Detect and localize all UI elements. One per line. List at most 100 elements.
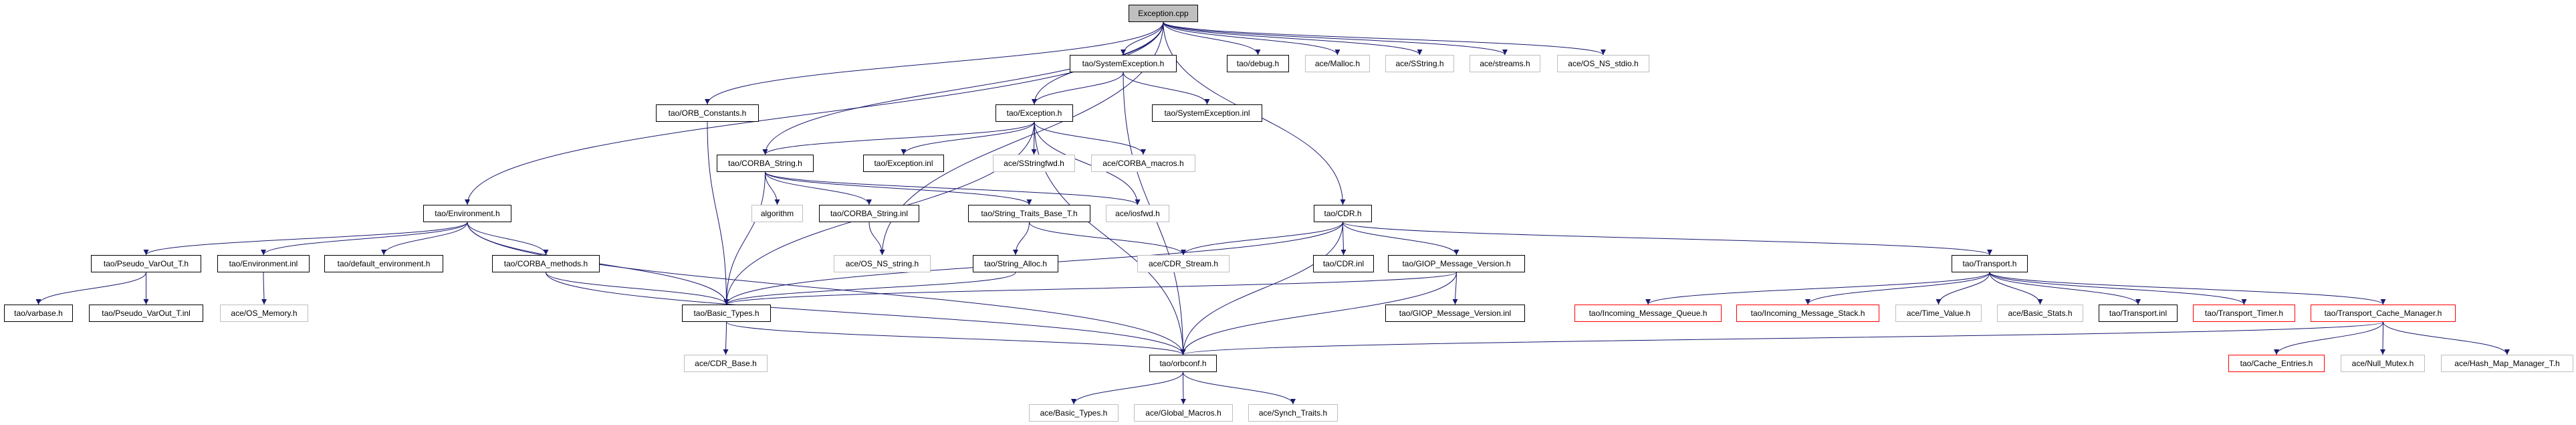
edge-tao-environment-h-to-tao-pseudo-varout-t-h [143, 222, 468, 256]
edge-tao-giop-message-version-h-to-tao-giop-message-version-inl [1452, 272, 1458, 305]
edge-tao-exception-h-to-tao-corba-string-h [762, 121, 1035, 155]
edge-exception-cpp-to-ace-os-ns-stdio-h [1163, 21, 1606, 56]
edge-tao-orbconf-h-to-ace-basic-types-h [1071, 371, 1183, 405]
edge-tao-cdr-h-to-tao-transport-h [1342, 222, 1992, 256]
edge-tao-environment-h-to-tao-default-environment-h [381, 222, 468, 256]
edge-tao-transport-h-to-tao-transport-inl [1989, 272, 2141, 305]
graph-node-tao-incoming-message-stack-h[interactable]: tao/Incoming_Message_Stack.h [1736, 305, 1879, 322]
graph-node-ace-synch-traits-h[interactable]: ace/Synch_Traits.h [1248, 404, 1338, 422]
graph-node-tao-transport-cache-manager-h[interactable]: tao/Transport_Cache_Manager.h [2311, 305, 2456, 322]
edge-tao-cdr-h-to-tao-cdr-inl [1340, 222, 1346, 256]
graph-node-tao-corba-string-h[interactable]: tao/CORBA_String.h [717, 155, 814, 172]
graph-node-tao-systemexception-inl[interactable]: tao/SystemException.inl [1152, 104, 1262, 122]
graph-node-ace-basic-stats-h[interactable]: ace/Basic_Stats.h [1997, 305, 2083, 322]
graph-node-tao-string-alloc-h[interactable]: tao/String_Alloc.h [973, 255, 1058, 272]
edge-tao-cdr-h-to-ace-cdr-stream-h [1181, 222, 1343, 256]
edge-tao-pseudo-varout-t-h-to-tao-varbase-h [35, 272, 146, 305]
edge-tao-corba-string-h-to-tao-basic-types-h [723, 171, 766, 305]
graph-node-tao-giop-message-version-inl[interactable]: tao/GIOP_Message_Version.inl [1385, 305, 1525, 322]
edge-tao-exception-h-to-ace-corba-macros-h [1034, 121, 1146, 155]
graph-node-tao-basic-types-h[interactable]: tao/Basic_Types.h [682, 305, 771, 322]
graph-node-tao-debug-h[interactable]: tao/debug.h [1227, 55, 1289, 72]
graph-node-ace-hash-map-manager-t-h[interactable]: ace/Hash_Map_Manager_T.h [2441, 355, 2573, 372]
graph-node-ace-null-mutex-h[interactable]: ace/Null_Mutex.h [2341, 355, 2425, 372]
graph-node-tao-incoming-message-queue-h[interactable]: tao/Incoming_Message_Queue.h [1574, 305, 1722, 322]
graph-node-ace-cdr-stream-h[interactable]: ace/CDR_Stream.h [1137, 255, 1230, 272]
graph-node-tao-transport-inl[interactable]: tao/Transport.inl [2099, 305, 2178, 322]
graph-node-tao-pseudo-varout-t-h[interactable]: tao/Pseudo_VarOut_T.h [91, 255, 201, 272]
graph-node-algorithm[interactable]: algorithm [751, 205, 803, 222]
edge-tao-corba-string-h-to-ace-iosfwd-h [765, 171, 1141, 205]
graph-node-tao-transport-h[interactable]: tao/Transport.h [1952, 255, 2028, 272]
graph-node-tao-default-environment-h[interactable]: tao/default_environment.h [324, 255, 443, 272]
graph-node-tao-orbconf-h[interactable]: tao/orbconf.h [1149, 355, 1217, 372]
edge-exception-cpp-to-tao-debug-h [1163, 21, 1261, 56]
edge-tao-transport-h-to-tao-incoming-message-stack-h [1805, 272, 1990, 305]
graph-node-tao-cdr-inl[interactable]: tao/CDR.inl [1313, 255, 1374, 272]
edge-tao-orbconf-h-to-ace-synch-traits-h [1183, 371, 1296, 405]
graph-node-tao-environment-h[interactable]: tao/Environment.h [423, 205, 511, 222]
graph-node-ace-corba-macros-h[interactable]: ace/CORBA_macros.h [1091, 155, 1195, 172]
graph-node-ace-time-value-h[interactable]: ace/Time_Value.h [1895, 305, 1982, 322]
graph-node-ace-os-memory-h[interactable]: ace/OS_Memory.h [220, 305, 308, 322]
edge-tao-giop-message-version-h-to-tao-orbconf-h [1180, 272, 1457, 355]
edge-exception-cpp-to-ace-malloc-h [1163, 21, 1340, 56]
graph-node-ace-os-ns-string-h[interactable]: ace/OS_NS_string.h [834, 255, 931, 272]
edge-tao-transport-cache-manager-h-to-tao-cache-entries-h [2274, 321, 2383, 355]
edge-tao-string-alloc-h-to-tao-basic-types-h [723, 272, 1016, 305]
edge-tao-corba-string-h-to-algorithm [765, 171, 780, 205]
edge-tao-orbconf-h-to-ace-global-macros-h [1180, 371, 1186, 405]
graph-node-tao-exception-inl[interactable]: tao/Exception.inl [863, 155, 944, 172]
graph-node-ace-iosfwd-h[interactable]: ace/iosfwd.h [1106, 205, 1169, 222]
graph-node-tao-string-traits-base-t-h[interactable]: tao/String_Traits_Base_T.h [968, 205, 1090, 222]
graph-node-ace-basic-types-h[interactable]: ace/Basic_Types.h [1029, 404, 1119, 422]
edge-tao-basic-types-h-to-ace-cdr-base-h [723, 321, 729, 355]
graph-node-ace-os-ns-stdio-h[interactable]: ace/OS_NS_stdio.h [1557, 55, 1649, 72]
edge-exception-cpp-to-ace-sstring-h [1163, 21, 1423, 56]
edge-tao-transport-h-to-tao-transport-timer-h [1989, 272, 2247, 305]
edge-tao-cdr-h-to-tao-giop-message-version-h [1342, 222, 1459, 256]
edge-tao-cdr-h-to-tao-orbconf-h [1180, 222, 1343, 355]
graph-node-ace-global-macros-h[interactable]: ace/Global_Macros.h [1134, 404, 1233, 422]
edge-tao-corba-string-h-to-tao-string-traits-base-t-h [765, 171, 1032, 205]
graph-node-tao-corba-string-inl[interactable]: tao/CORBA_String.inl [819, 205, 919, 222]
graph-node-tao-cdr-h[interactable]: tao/CDR.h [1314, 205, 1372, 222]
edge-tao-environment-h-to-tao-environment-inl [261, 222, 468, 256]
edge-tao-corba-string-h-to-tao-corba-string-inl [765, 171, 872, 205]
edge-tao-corba-methods-h-to-tao-basic-types-h [546, 272, 729, 305]
graph-node-tao-cache-entries-h[interactable]: tao/Cache_Entries.h [2228, 355, 2325, 372]
edge-tao-giop-message-version-h-to-tao-basic-types-h [723, 272, 1457, 305]
graph-node-exception-cpp[interactable]: Exception.cpp [1129, 5, 1198, 22]
graph-node-tao-exception-h[interactable]: tao/Exception.h [996, 104, 1073, 122]
edge-tao-corba-methods-h-to-tao-orbconf-h [546, 272, 1186, 355]
graph-node-tao-corba-methods-h[interactable]: tao/CORBA_methods.h [492, 255, 600, 272]
edge-tao-environment-h-to-tao-corba-methods-h [467, 222, 549, 256]
graph-node-ace-sstringfwd-h[interactable]: ace/SStringfwd.h [993, 155, 1075, 172]
edge-tao-systemexception-h-to-tao-exception-h [1032, 72, 1124, 105]
graph-node-tao-environment-inl[interactable]: tao/Environment.inl [217, 255, 310, 272]
edge-tao-string-traits-base-t-h-to-tao-string-alloc-h [1013, 222, 1030, 256]
graph-node-ace-streams-h[interactable]: ace/streams.h [1470, 55, 1540, 72]
edge-tao-transport-h-to-ace-basic-stats-h [1989, 272, 2043, 305]
edge-tao-exception-h-to-tao-exception-inl [901, 121, 1035, 155]
graph-node-tao-giop-message-version-h[interactable]: tao/GIOP_Message_Version.h [1388, 255, 1525, 272]
edge-tao-orb-constants-h-to-tao-basic-types-h [707, 121, 729, 305]
edge-tao-transport-h-to-tao-incoming-message-queue-h [1645, 272, 1990, 305]
graph-node-ace-sstring-h[interactable]: ace/SString.h [1385, 55, 1454, 72]
edge-exception-cpp-to-ace-streams-h [1163, 21, 1508, 56]
edge-tao-corba-string-inl-to-ace-os-ns-string-h [868, 222, 885, 256]
edge-tao-basic-types-h-to-tao-orbconf-h [726, 321, 1186, 355]
graph-node-tao-transport-timer-h[interactable]: tao/Transport_Timer.h [2193, 305, 2295, 322]
graph-node-tao-systemexception-h[interactable]: tao/SystemException.h [1070, 55, 1177, 72]
edge-exception-cpp-to-tao-orb-constants-h [705, 21, 1164, 105]
graph-node-tao-varbase-h[interactable]: tao/varbase.h [4, 305, 73, 322]
graph-node-ace-cdr-base-h[interactable]: ace/CDR_Base.h [684, 355, 768, 372]
edge-tao-transport-h-to-tao-transport-cache-manager-h [1989, 272, 2386, 305]
edge-tao-systemexception-h-to-tao-systemexception-inl [1123, 72, 1210, 105]
edge-tao-environment-h-to-tao-orbconf-h [467, 222, 1186, 355]
graph-node-tao-pseudo-varout-t-inl[interactable]: tao/Pseudo_VarOut_T.inl [89, 305, 203, 322]
graph-node-tao-orb-constants-h[interactable]: tao/ORB_Constants.h [656, 104, 759, 122]
graph-node-ace-malloc-h[interactable]: ace/Malloc.h [1305, 55, 1370, 72]
edge-tao-transport-cache-manager-h-to-ace-hash-map-manager-t-h [2383, 321, 2510, 355]
